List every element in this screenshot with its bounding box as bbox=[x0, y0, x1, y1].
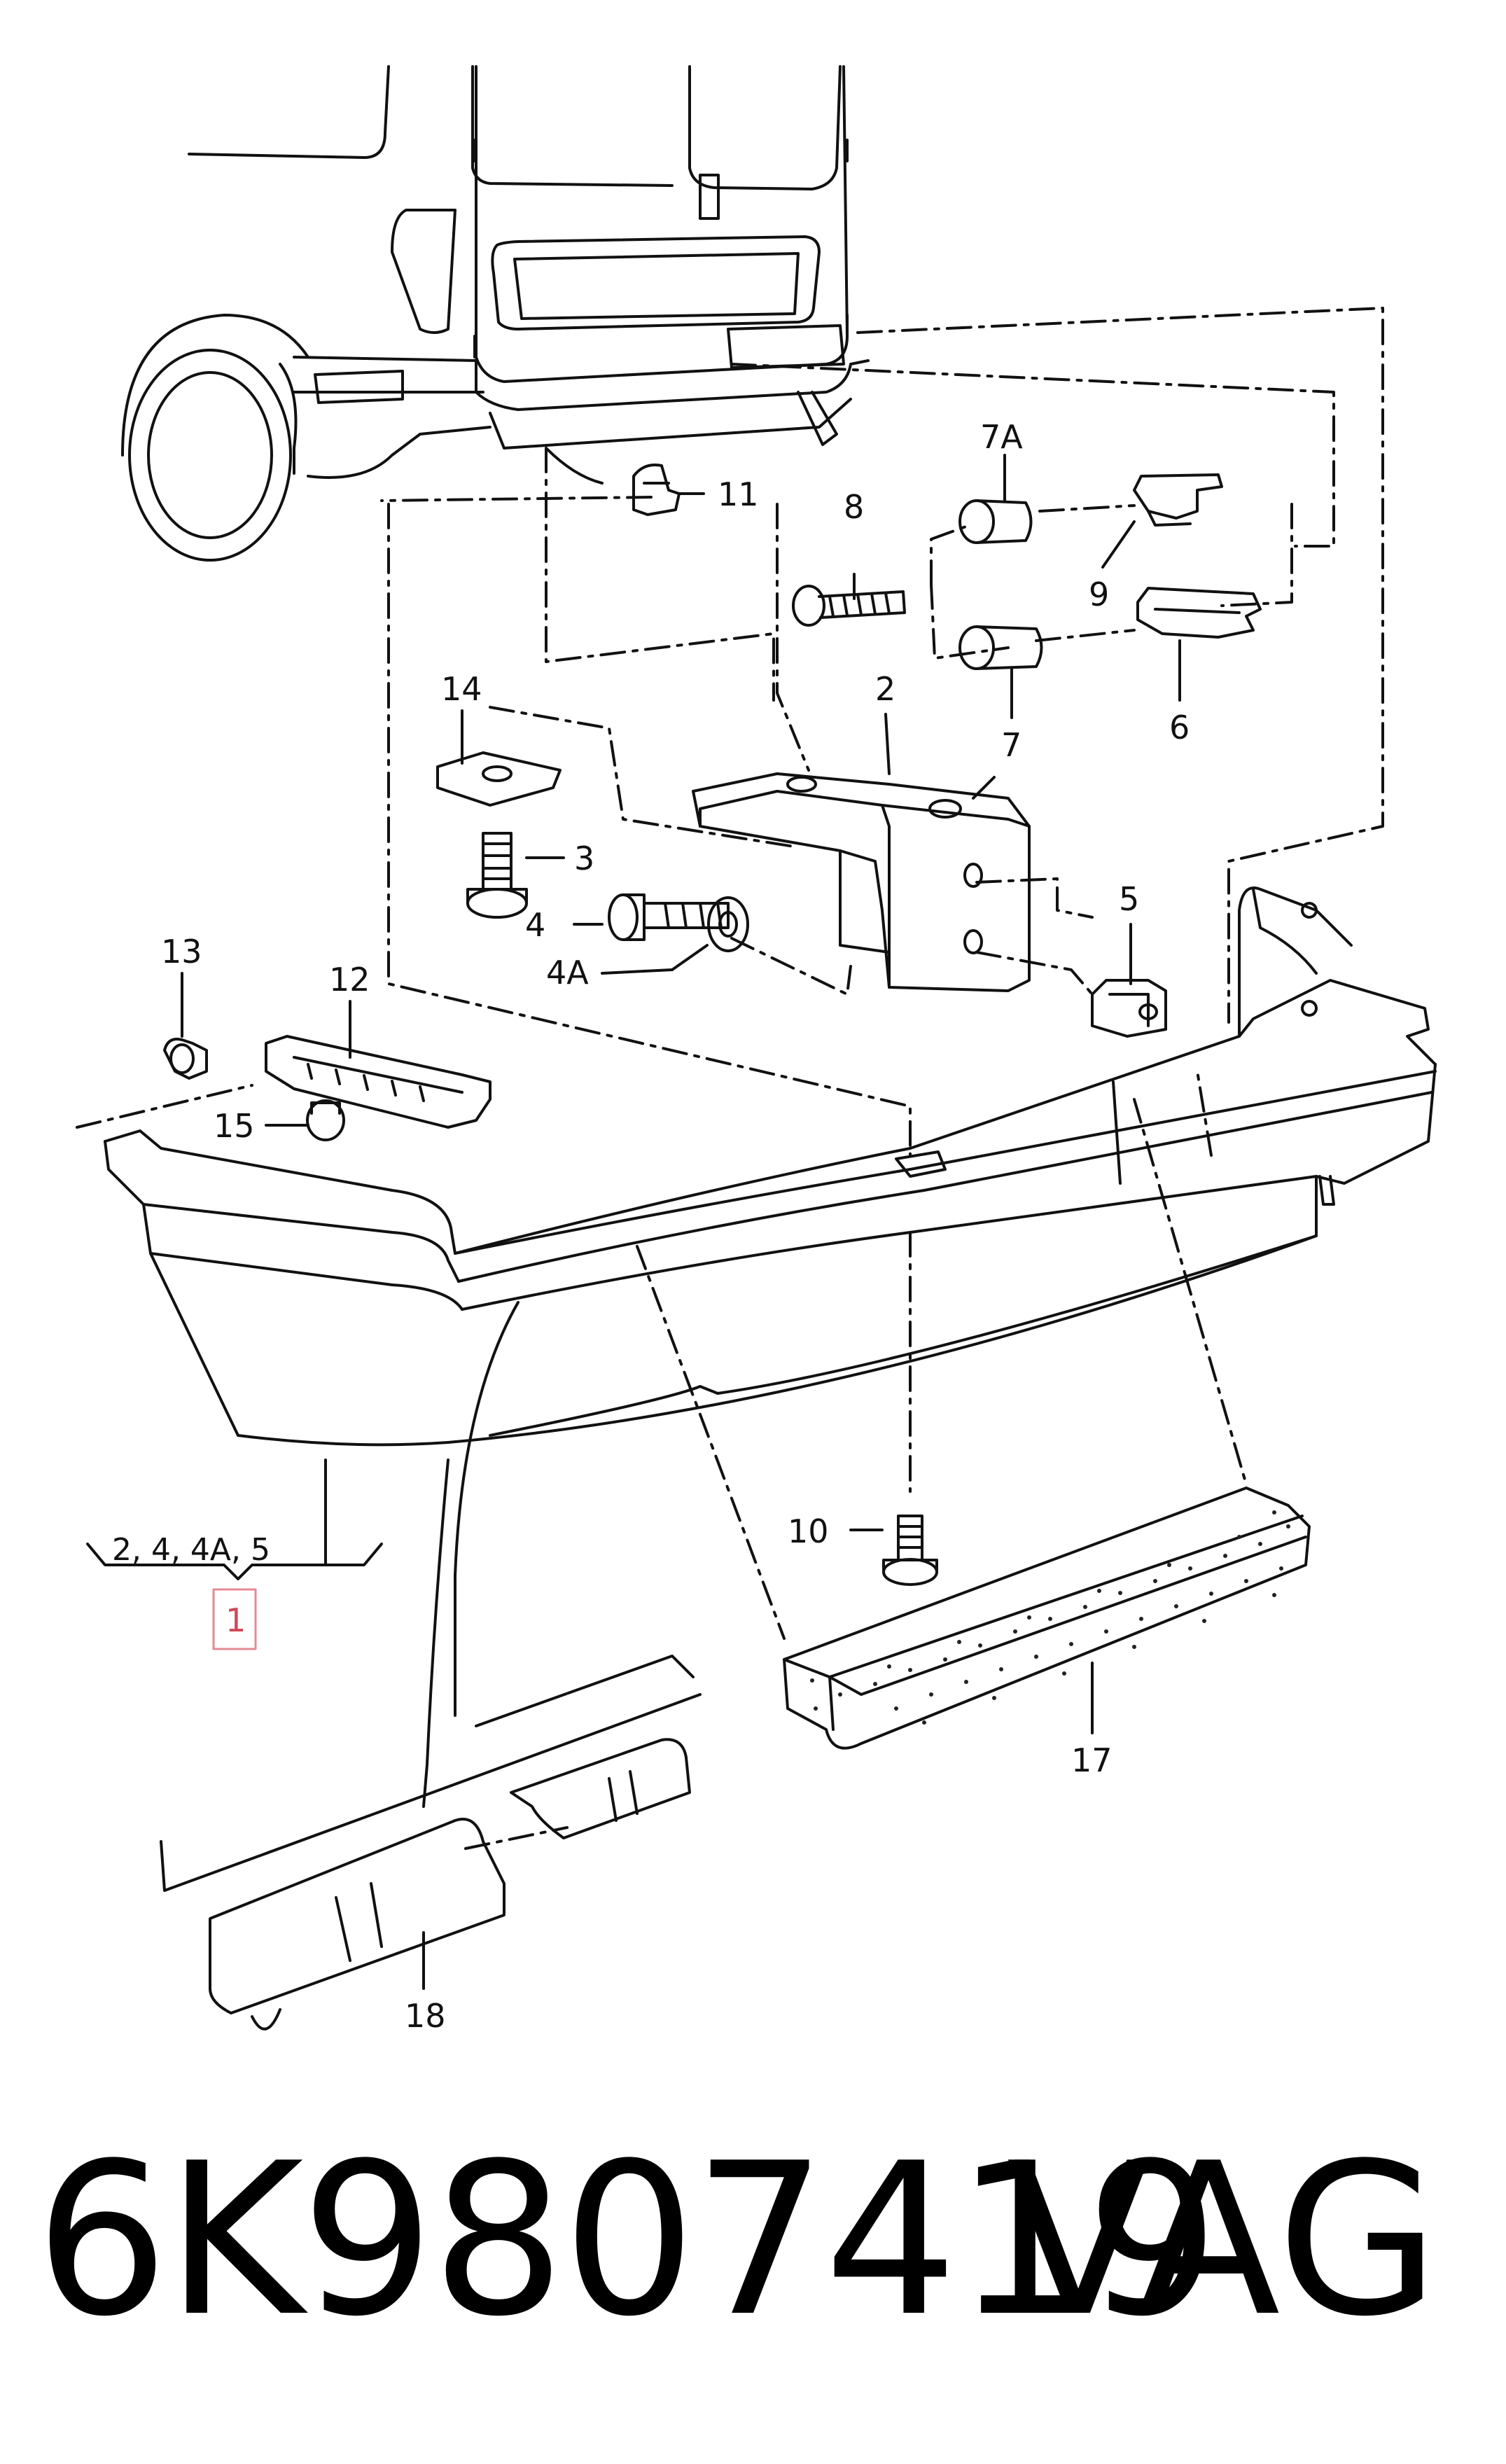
part-8-screw bbox=[792, 585, 906, 627]
leader-lines bbox=[76, 307, 1384, 1850]
callout-labels: 11 8 7A 9 6 7 2 14 3 4 4A 5 13 12 15 10 … bbox=[112, 418, 1190, 2035]
group-label: 2, 4, 4A, 5 bbox=[112, 1532, 270, 1568]
callout-8: 8 bbox=[844, 488, 864, 526]
part-12-rail bbox=[265, 1035, 491, 1129]
callout-7: 7 bbox=[1001, 726, 1022, 764]
brand-name: VAG bbox=[1006, 2118, 1439, 2362]
callout-6: 6 bbox=[1169, 709, 1190, 746]
part-10-bolt bbox=[882, 1515, 938, 1586]
part-4a-washer bbox=[707, 896, 749, 952]
group-bracket bbox=[86, 1543, 383, 1580]
footer: 6K9807419 VAG bbox=[0, 2115, 1506, 2395]
callout-leaders bbox=[181, 454, 1181, 1990]
callout-4a: 4A bbox=[546, 954, 589, 991]
parts-diagram: 11 8 7A 9 6 7 2 14 3 4 4A 5 13 12 15 10 … bbox=[76, 65, 1437, 2035]
callout-10: 10 bbox=[788, 1512, 829, 1550]
part-7a-bushing bbox=[958, 499, 1033, 544]
part-9-clip bbox=[1133, 473, 1223, 527]
part-5-clip bbox=[1091, 979, 1167, 1038]
bumper-cover bbox=[104, 886, 1437, 1808]
callout-11: 11 bbox=[718, 475, 759, 513]
part-3-bolt bbox=[466, 832, 528, 919]
callout-9: 9 bbox=[1089, 576, 1109, 613]
callout-7a: 7A bbox=[980, 418, 1023, 456]
part-15-nut bbox=[306, 1099, 345, 1141]
callout-13: 13 bbox=[161, 933, 202, 970]
callout-3: 3 bbox=[574, 840, 594, 877]
part-11-clip bbox=[632, 464, 681, 516]
callout-2: 2 bbox=[875, 670, 895, 708]
callout-5: 5 bbox=[1119, 880, 1139, 918]
part-7-bushing bbox=[958, 625, 1043, 670]
part-13-clip bbox=[163, 1038, 208, 1080]
callout-18: 18 bbox=[405, 1997, 446, 2035]
part-2-bracket bbox=[692, 772, 1031, 992]
vehicle-body bbox=[121, 65, 870, 562]
callout-1-highlight: 1 bbox=[212, 1588, 257, 1650]
callout-1: 1 bbox=[225, 1601, 246, 1639]
callout-15: 15 bbox=[214, 1107, 255, 1145]
part-17-absorber bbox=[783, 1487, 1311, 1750]
part-14-plate bbox=[436, 751, 562, 807]
part-4-bolt bbox=[608, 893, 730, 941]
callout-12: 12 bbox=[329, 961, 370, 998]
part-6-clip bbox=[1136, 587, 1262, 639]
callout-14: 14 bbox=[441, 670, 482, 708]
callout-4: 4 bbox=[525, 906, 545, 944]
callout-17: 17 bbox=[1071, 1741, 1113, 1779]
foam-texture bbox=[810, 1510, 1290, 1725]
part-number: 6K9807419 bbox=[35, 2118, 1220, 2362]
part-18-strip bbox=[160, 1655, 702, 2031]
